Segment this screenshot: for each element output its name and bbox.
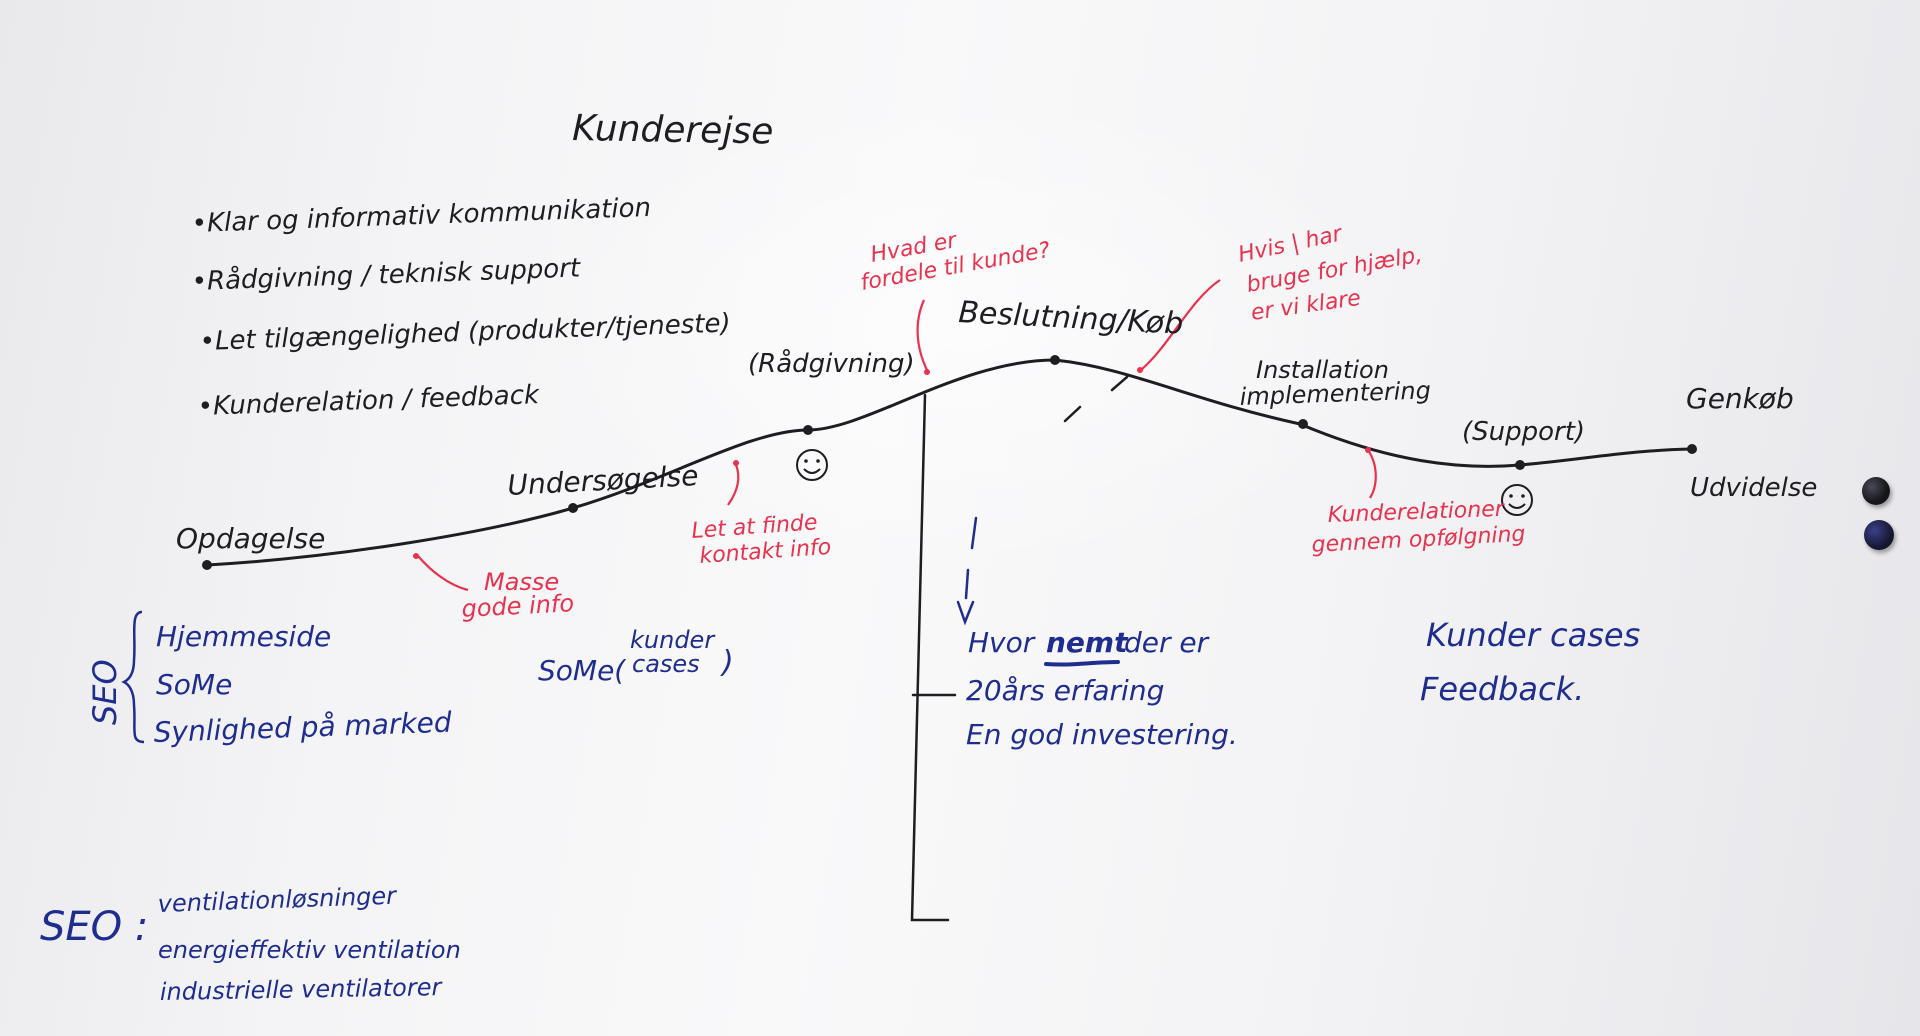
stage-label-undersogelse: Undersøgelse [507, 459, 700, 502]
blue-note: SoMe( [538, 654, 626, 687]
magnet [1864, 520, 1894, 550]
blue-note: ) [720, 645, 734, 680]
blue-note: Hjemmeside [156, 620, 331, 653]
stage-dot-support [1515, 460, 1525, 470]
blue-note: SoMe [156, 668, 232, 701]
blue-note: Feedback. [1420, 670, 1584, 708]
red-dot-hvad [924, 369, 930, 375]
smiley-icon [1501, 484, 1533, 516]
stage-label-raadgivning: (Rådgivning) [748, 348, 915, 379]
seo-brace [121, 610, 145, 744]
red-pointer-hvad [916, 299, 928, 371]
red-dot-relation [1365, 447, 1371, 453]
stage-dot-opdagelse [202, 560, 212, 570]
seo-vertical-label: SEO [86, 659, 124, 725]
journey-curve [205, 358, 1694, 567]
bullet-item: •Kunderelation / feedback [197, 380, 540, 422]
seo-keyword: industrielle ventilatorer [160, 973, 444, 1006]
bullet-item: •Rådgivning / teknisk support [191, 252, 581, 297]
blue-note: Kunder cases [1426, 616, 1640, 654]
seo-keyword: energieffektiv ventilation [158, 936, 461, 964]
stage-label-support: (Support) [1462, 417, 1585, 447]
red-pointer-hvis [1140, 279, 1221, 371]
decision-bracket [910, 393, 957, 922]
blue-note: Synlighed på marked [153, 706, 452, 749]
red-note: Masse [484, 568, 559, 596]
nemt-underline [1044, 660, 1120, 667]
stage-label-installation: Installation [1256, 356, 1389, 384]
blue-note: cases [632, 650, 700, 678]
blue-note: kunder [630, 626, 716, 654]
blue-arrow [956, 516, 978, 626]
seo-keywords-label: SEO : [40, 904, 148, 950]
magnet [1862, 477, 1890, 505]
blue-note: Hvor [968, 626, 1036, 659]
red-dot-let [733, 460, 739, 466]
stage-label-genkob: Genkøb [1686, 382, 1794, 415]
blue-note: 20års erfaring [966, 674, 1164, 707]
stage-dot-raadgivning [803, 425, 813, 435]
stage-dot-genkob [1687, 444, 1697, 454]
red-dot-hvis [1137, 367, 1143, 373]
stage-dot-undersogelse [568, 503, 578, 513]
red-note: gode info [461, 589, 575, 623]
bullet-item: •Let tilgængelighed (produkter/tjeneste) [199, 308, 731, 357]
stage-label-opdagelse: Opdagelse [176, 522, 325, 555]
smiley-icon [796, 449, 828, 481]
red-pointer-masse [417, 555, 469, 592]
stage-label-implementering: implementering [1239, 376, 1431, 411]
blue-note: der er [1124, 626, 1210, 659]
red-pointer-let [727, 464, 740, 506]
page-title: Kunderejse [572, 108, 774, 153]
stage-dot-beslutning [1050, 355, 1060, 365]
red-note: Kunderelationer [1327, 497, 1506, 528]
red-dot-masse [413, 553, 419, 559]
stage-label-beslutning: Beslutning/Køb [958, 295, 1185, 342]
stage-dot-installation [1298, 419, 1308, 429]
seo-keyword: ventilationløsninger [157, 882, 398, 918]
bullet-item: •Klar og informativ kommunikation [191, 193, 651, 239]
red-pointer-relation [1367, 449, 1377, 499]
blue-note-emphasis: nemt [1046, 626, 1129, 659]
dashed-line [1063, 375, 1129, 423]
stage-label-udvidelse: Udvidelse [1690, 473, 1817, 503]
blue-note: En god investering. [966, 718, 1238, 751]
